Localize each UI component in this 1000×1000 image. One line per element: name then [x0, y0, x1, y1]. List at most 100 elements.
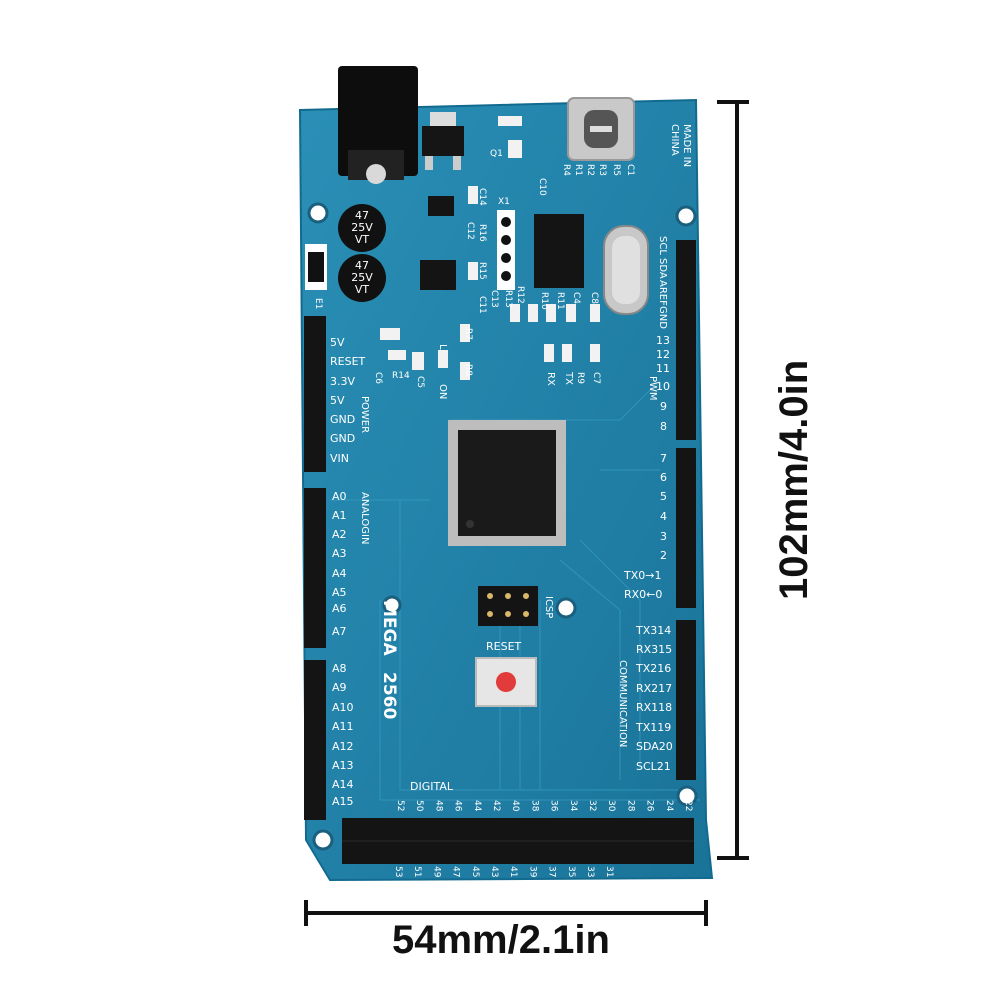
pin-right-scl: SCL [657, 236, 668, 255]
pin-analog-2: A2 [332, 528, 347, 541]
pin-power-2: 3.3V [330, 375, 355, 388]
ref-r1: R1 [573, 164, 583, 176]
ref-c11: C11 [477, 296, 487, 314]
pin-right-13: 13 [656, 334, 670, 347]
pin-right-10: 10 [656, 380, 670, 393]
pin-analog-13: A13 [332, 759, 354, 772]
cap-1-label-a: 47 [355, 209, 369, 222]
pin-right-5: 5 [660, 490, 667, 503]
pin-analog-9: A9 [332, 681, 347, 694]
bottom-top-number: 48 [433, 800, 443, 812]
pin-right-aref: AREF [657, 280, 668, 306]
capacitor-2: 47 25V VT [338, 254, 386, 302]
pin-right-gnd: GND [657, 306, 668, 329]
pin-right-7: 7 [660, 452, 667, 465]
ic-small-2 [428, 196, 454, 216]
pin-right-2: 2 [660, 549, 667, 562]
silk-model-1: MEGA [379, 600, 399, 656]
ref-r11: R11 [555, 292, 565, 310]
silk-made-in: MADE IN [681, 124, 692, 167]
bottom-top-number: 26 [645, 800, 655, 812]
pin-analog-11: A11 [332, 720, 354, 733]
bottom-top-number: 50 [414, 800, 424, 812]
voltage-regulator [422, 112, 464, 170]
bottom-top-number: 38 [529, 800, 539, 812]
bottom-bottom-number: 39 [527, 866, 537, 878]
header-right-top [676, 240, 696, 440]
bottom-top-number: 28 [625, 800, 635, 812]
header-power [304, 316, 326, 472]
silk-power: POWER [359, 396, 370, 433]
ref-r16: R16 [477, 224, 487, 242]
pin-power-1: RESET [330, 355, 366, 368]
pin-comm-7: SCL21 [636, 760, 671, 773]
ref-r15: R15 [477, 262, 487, 280]
led-on: ON [437, 384, 448, 399]
header-right-mid [676, 448, 696, 608]
ref-c7: C7 [591, 372, 601, 384]
pin-power-0: 5V [330, 336, 345, 349]
bottom-top-number: 46 [453, 800, 463, 812]
pin-right-6: 6 [660, 471, 667, 484]
ref-r5: R5 [611, 164, 621, 176]
ref-r8: R8 [463, 364, 473, 376]
header-right-comm [676, 620, 696, 780]
ref-x1: X1 [498, 197, 510, 207]
ref-r13: R13 [503, 290, 513, 308]
header-bottom-digital [342, 818, 694, 864]
pin-comm-0: TX314 [635, 624, 671, 637]
pin-right-11: 11 [656, 362, 670, 375]
bottom-bottom-number: 41 [508, 866, 518, 877]
mcu-atmega2560 [448, 420, 566, 546]
ref-r4: R4 [561, 164, 571, 176]
silk-digital: DIGITAL [410, 780, 454, 793]
silk-reset: RESET [486, 640, 522, 653]
pin-analog-14: A14 [332, 778, 354, 791]
height-dimension-label: 102mm/4.0in [772, 359, 816, 600]
ref-c5: C5 [415, 376, 425, 388]
cap-2-label-b: 25V [351, 271, 373, 284]
pin-power-4: GND [330, 413, 355, 426]
mounting-holes [307, 202, 698, 851]
bottom-top-number: 24 [664, 800, 674, 812]
usb-c-port [567, 97, 635, 161]
pin-power-6: VIN [330, 452, 349, 465]
ref-r7: R7 [463, 328, 473, 340]
pin-right-tx0: TX0→1 [623, 569, 661, 582]
reset-button [475, 657, 537, 707]
bottom-top-number: 52 [395, 800, 405, 811]
pin-comm-1: RX315 [636, 643, 672, 656]
pin-comm-3: RX217 [636, 682, 672, 695]
pin-analog-6: A6 [332, 602, 347, 615]
pin-power-5: GND [330, 432, 355, 445]
pin-comm-2: TX216 [635, 662, 671, 675]
ic-small-1 [420, 260, 456, 290]
bottom-bottom-number: 53 [393, 866, 403, 877]
bottom-top-number: 40 [510, 800, 520, 812]
bottom-bottom-number: 43 [489, 866, 499, 877]
pin-comm-4: RX118 [636, 701, 672, 714]
ref-r2: R2 [585, 164, 595, 176]
ref-r9: R9 [575, 372, 585, 384]
silk-communication: COMMUNICATION [617, 660, 628, 747]
pin-analog-5: A5 [332, 586, 347, 599]
pin-right-8: 8 [660, 420, 667, 433]
header-analog-2 [304, 660, 326, 820]
pin-comm-6: SDA20 [636, 740, 673, 753]
bottom-bottom-number: 49 [431, 866, 441, 878]
silk-analog: ANALOGIN [359, 492, 370, 544]
dc-power-jack [338, 66, 418, 184]
bottom-top-number: 44 [472, 800, 482, 812]
bottom-top-number: 34 [568, 800, 578, 812]
cap-1-label-b: 25V [351, 221, 373, 234]
silk-icsp: ICSP [543, 596, 554, 618]
pin-analog-12: A12 [332, 740, 354, 753]
pin-right-rx0: RX0←0 [624, 588, 662, 601]
pin-analog-0: A0 [332, 490, 347, 503]
ref-q1: Q1 [490, 149, 503, 159]
pin-analog-7: A7 [332, 625, 347, 638]
ref-c10: C10 [537, 178, 547, 196]
pin-right-9: 9 [660, 400, 667, 413]
header-analog-1 [304, 488, 326, 648]
